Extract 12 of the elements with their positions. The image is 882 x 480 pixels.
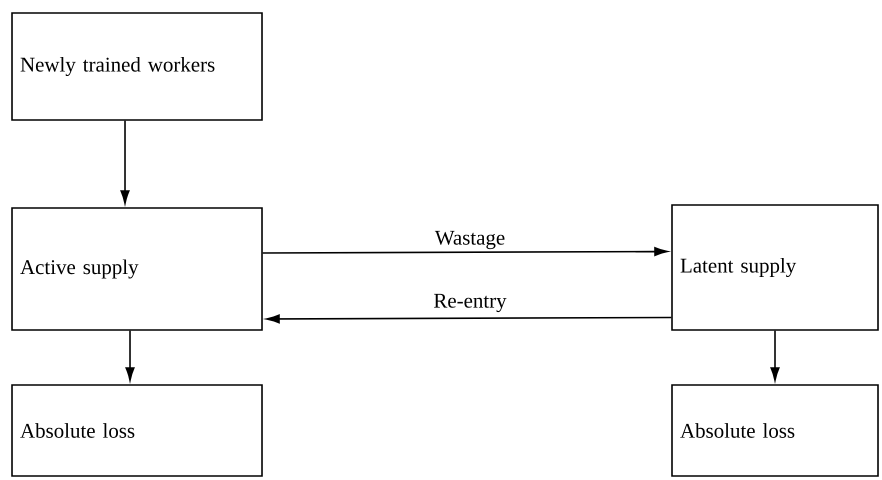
- process-box: Newly trained workers: [11, 12, 263, 121]
- edge-label: Re-entry: [434, 294, 507, 312]
- process-box: Active supply: [11, 207, 263, 331]
- arrow: [770, 330, 780, 381]
- arrow: [262, 247, 668, 256]
- edge-label: Wastage: [434, 230, 504, 250]
- process-box: Absolute loss: [671, 384, 879, 477]
- arrow: [125, 330, 135, 381]
- arrow: [120, 120, 130, 204]
- arrow: [266, 314, 672, 324]
- process-box: Latent supply: [671, 204, 879, 331]
- process-box: Absolute loss: [11, 384, 263, 477]
